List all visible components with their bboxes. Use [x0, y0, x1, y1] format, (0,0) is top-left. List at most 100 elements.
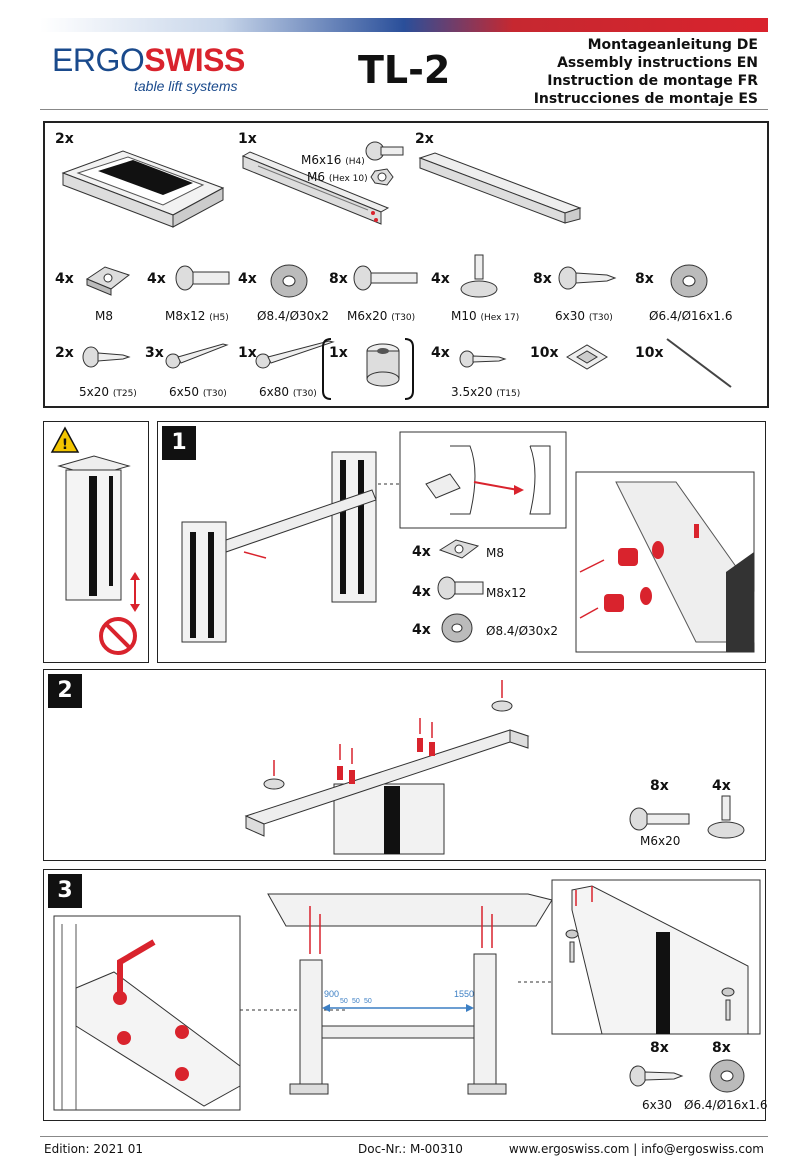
part-label: Ø8.4/Ø30x2: [486, 624, 559, 638]
wood-screw-6x30-icon: [629, 1065, 684, 1087]
wood-screw-5x20-icon: [82, 346, 131, 368]
nut-label: M6 (Hex 10): [307, 170, 368, 184]
part-qty: 2x: [55, 345, 74, 361]
part-qty: 4x: [238, 271, 257, 287]
brand-ergo: ERGO: [52, 42, 145, 78]
part-label: Ø6.4/Ø16x1.6: [649, 309, 733, 323]
title-en: Assembly instructions EN: [557, 55, 758, 71]
part-qty: 4x: [55, 271, 74, 287]
part-label: Ø8.4/Ø30x2: [257, 309, 330, 323]
leveling-foot-icon: [707, 795, 745, 839]
part-size: 3.5x20: [451, 385, 493, 399]
part-label: M8x12 (H5): [165, 309, 229, 323]
part-note: (H5): [209, 313, 229, 323]
model-title: TL-2: [358, 48, 451, 92]
detail-slot-illustration: [399, 431, 567, 529]
leveling-foot-icon: [460, 254, 498, 298]
dim-max: 1550: [454, 989, 475, 999]
header-stripe: [40, 18, 768, 32]
bolt-icon: [365, 141, 404, 161]
part-qty: 8x: [650, 1040, 669, 1056]
detail-leader: [378, 483, 402, 485]
part-size: 6x50: [169, 385, 200, 399]
part-label: M8: [95, 309, 113, 323]
step-number: 1: [162, 426, 196, 460]
detail-tabletop-illustration: [551, 879, 761, 1035]
part-qty: 2x: [55, 131, 74, 147]
detail-leader: [518, 981, 554, 983]
part-label: Ø6.4/Ø16x1.6: [684, 1098, 768, 1112]
part-qty: 2x: [415, 131, 434, 147]
cable-tie-icon: [666, 338, 732, 388]
bolt-note: (H4): [345, 157, 365, 167]
header-divider: [40, 109, 768, 110]
part-qty: 4x: [412, 544, 431, 560]
spacer-sleeve-icon: [366, 343, 400, 387]
part-size: 5x20: [79, 385, 110, 399]
wood-screw-3-5x20-icon: [459, 350, 507, 368]
part-qty: 4x: [712, 778, 731, 794]
part-size: 6x30: [555, 309, 586, 323]
bolt-label: M6x16 (H4): [301, 153, 365, 167]
svg-text:!: !: [62, 437, 68, 453]
footer-contact[interactable]: www.ergoswiss.com | info@ergoswiss.com: [508, 1142, 764, 1156]
footer-divider: [40, 1136, 768, 1137]
warning-triangle-icon: !: [50, 426, 80, 453]
dim-min: 900: [324, 989, 340, 999]
wood-screw-6x50-icon: [165, 343, 229, 369]
part-note: (T25): [112, 389, 137, 399]
part-label: 6x50 (T30): [169, 385, 227, 399]
bracket-frame: [322, 338, 414, 400]
part-size: 6x80: [259, 385, 290, 399]
step-2-box: 2 8x M6x20 4x: [43, 669, 766, 861]
screw-m8x12-icon: [437, 576, 484, 600]
part-label: M8x12: [486, 586, 527, 600]
nut-note: (Hex 10): [328, 174, 368, 184]
part-qty: 8x: [650, 778, 669, 794]
part-qty: 1x: [238, 131, 257, 147]
part-size: M8x12: [165, 309, 206, 323]
footer-doc-number: Doc-Nr.: M-00310: [358, 1142, 463, 1156]
part-label: 6x30 (T30): [555, 309, 613, 323]
part-qty: 10x: [635, 345, 664, 361]
part-label: M8: [486, 546, 504, 560]
brand-swiss: SWISS: [144, 42, 245, 78]
title-fr: Instruction de montage FR: [547, 73, 758, 89]
part-note: (Hex 17): [480, 313, 520, 323]
part-qty: 4x: [412, 622, 431, 638]
frame-assembly-illustration: [181, 451, 377, 643]
part-qty: 8x: [533, 271, 552, 287]
slot-nut-icon: [85, 266, 131, 296]
table-frame-illustration: [267, 893, 553, 1095]
washer-icon: [270, 264, 308, 298]
part-label: M6x20 (T30): [347, 309, 415, 323]
bolt-size: M6x16: [301, 153, 342, 167]
part-qty: 4x: [412, 584, 431, 600]
screw-m8x12-icon: [175, 265, 230, 291]
part-qty: 4x: [431, 345, 450, 361]
wood-screw-6x30-icon: [558, 266, 617, 290]
prohibited-icon: [99, 617, 137, 655]
part-qty: 8x: [635, 271, 654, 287]
step-1-box: 1 4x M8 4x M8x12 4x Ø8.4/Ø30x2: [157, 421, 766, 663]
part-label: 3.5x20 (T15): [451, 385, 520, 399]
part-qty: 3x: [145, 345, 164, 361]
frame-profile-illustration: [61, 150, 225, 228]
washer-small-icon: [709, 1059, 745, 1093]
parts-list-box: 2x 1x M6x16 (H4) M6 (Hex 10) 2x 4x M8 4x…: [43, 121, 769, 408]
nut-size: M6: [307, 170, 325, 184]
title-es: Instrucciones de montaje ES: [533, 91, 758, 107]
wood-screw-6x80-icon: [255, 340, 335, 369]
slot-nut-icon: [438, 539, 480, 559]
detail-allen-key-illustration: [53, 915, 241, 1111]
dim-step: 50: [352, 998, 360, 1005]
part-qty: 8x: [712, 1040, 731, 1056]
foot-assembly-illustration: [244, 680, 530, 855]
step-number: 2: [48, 674, 82, 708]
part-note: (T30): [588, 313, 613, 323]
brand-tagline: table lift systems: [134, 78, 238, 94]
part-qty: 1x: [329, 345, 348, 361]
foot-bracket-illustration: [418, 152, 582, 224]
part-note: (T30): [202, 389, 227, 399]
part-note: (T15): [496, 389, 521, 399]
